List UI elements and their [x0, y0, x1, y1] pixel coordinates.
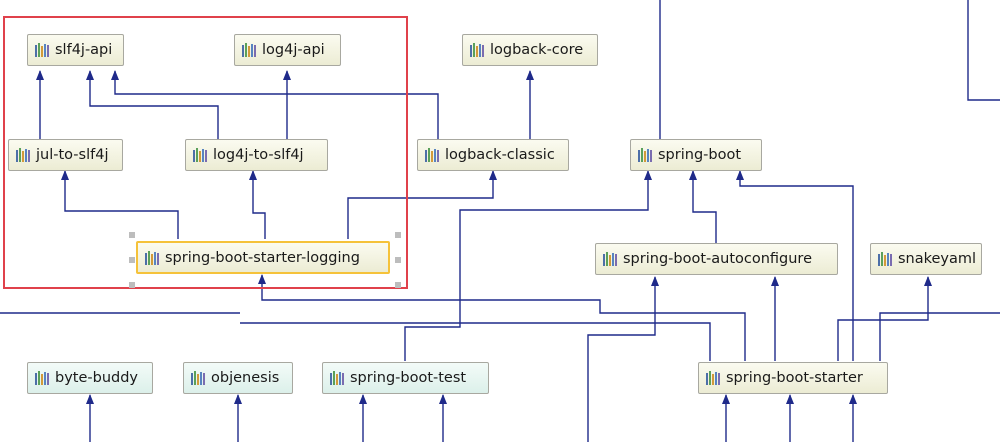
node-logback-core[interactable]: logback-core — [462, 34, 598, 66]
node-spring-boot-starter[interactable]: spring-boot-starter — [698, 362, 888, 394]
edge-mid-horizontal — [240, 322, 711, 361]
node-logback-classic[interactable]: logback-classic — [417, 139, 569, 171]
edge-right-long — [879, 312, 1000, 361]
node-label: log4j-api — [262, 42, 325, 58]
library-jar-icon — [145, 250, 159, 265]
node-byte-buddy[interactable]: byte-buddy — [27, 362, 153, 394]
node-label: logback-core — [490, 42, 584, 58]
node-label: spring-boot-autoconfigure — [623, 251, 812, 267]
selection-handle[interactable] — [129, 257, 135, 263]
edge-starter-logging-log4j-to-slf4j — [249, 170, 266, 239]
library-jar-icon — [16, 148, 30, 162]
node-label: objenesis — [211, 370, 280, 386]
library-jar-icon — [470, 43, 484, 57]
selection-handle[interactable] — [395, 232, 401, 238]
edge-starter-snakeyaml — [837, 276, 932, 361]
node-spring-boot-test[interactable]: spring-boot-test — [322, 362, 489, 394]
library-jar-icon — [35, 43, 49, 57]
node-spring-boot-starter-logging[interactable]: spring-boot-starter-logging — [136, 241, 390, 274]
library-jar-icon — [330, 371, 344, 385]
node-label: spring-boot-starter-logging — [165, 249, 360, 266]
node-objenesis[interactable]: objenesis — [183, 362, 293, 394]
library-jar-icon — [878, 252, 892, 266]
node-snakeyaml[interactable]: snakeyaml — [870, 243, 982, 275]
node-label: snakeyaml — [898, 251, 977, 267]
node-label: slf4j-api — [55, 42, 113, 58]
node-spring-boot-autoconfigure[interactable]: spring-boot-autoconfigure — [595, 243, 838, 275]
library-jar-icon — [603, 252, 617, 266]
edge-starter-logging-logback-classic — [347, 170, 497, 239]
selection-handle[interactable] — [129, 282, 135, 288]
node-label: jul-to-slf4j — [36, 147, 109, 163]
edge-right-upper — [967, 0, 1000, 101]
node-label: spring-boot — [658, 147, 742, 163]
edge-starter-spring-boot — [736, 170, 854, 361]
library-jar-icon — [191, 371, 205, 385]
library-jar-icon — [193, 148, 207, 162]
edge-bottom-to-autoconfigure — [587, 276, 659, 442]
node-jul-to-slf4j[interactable]: jul-to-slf4j — [8, 139, 123, 171]
library-jar-icon — [425, 148, 439, 162]
edge-spring-boot-test-spring-boot — [404, 170, 652, 361]
node-label: logback-classic — [445, 147, 555, 163]
node-label: spring-boot-test — [350, 370, 467, 386]
node-label: byte-buddy — [55, 370, 139, 386]
edge-starter-starter-logging — [258, 274, 746, 361]
node-slf4j-api[interactable]: slf4j-api — [27, 34, 124, 66]
selection-handle[interactable] — [395, 282, 401, 288]
node-spring-boot[interactable]: spring-boot — [630, 139, 762, 171]
selection-handle[interactable] — [395, 257, 401, 263]
edge-autoconfigure-spring-boot — [689, 170, 717, 243]
library-jar-icon — [242, 43, 256, 57]
library-jar-icon — [638, 148, 652, 162]
library-jar-icon — [35, 371, 49, 385]
node-log4j-to-slf4j[interactable]: log4j-to-slf4j — [185, 139, 328, 171]
library-jar-icon — [706, 371, 720, 385]
node-label: log4j-to-slf4j — [213, 147, 304, 163]
logging-group-highlight — [3, 16, 408, 289]
edge-log4j-to-slf4j-slf4j-api — [86, 70, 219, 139]
selection-handle[interactable] — [129, 232, 135, 238]
node-log4j-api[interactable]: log4j-api — [234, 34, 341, 66]
edge-logback-classic-slf4j-api — [111, 70, 439, 139]
node-label: spring-boot-starter — [726, 370, 863, 386]
edge-starter-logging-jul-to-slf4j — [61, 170, 179, 239]
